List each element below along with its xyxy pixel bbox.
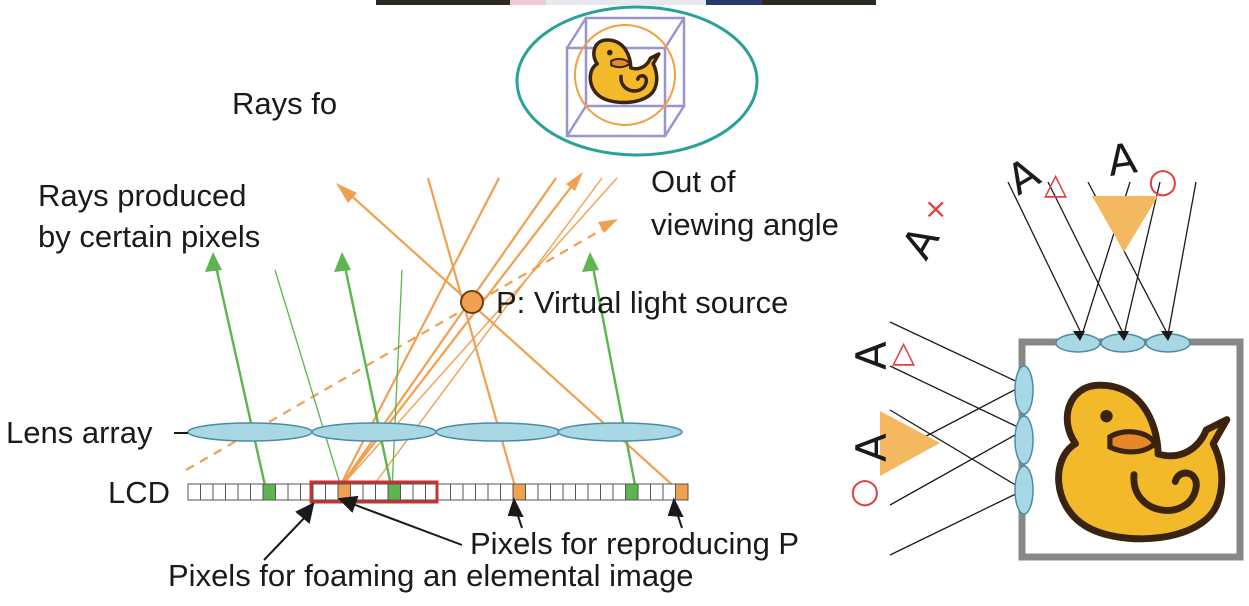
out-of-viewing-angle-label-line2: viewing angle xyxy=(651,207,839,242)
lcd-pixel xyxy=(537,483,551,501)
lcd-pixel xyxy=(587,483,601,501)
left-lens-column xyxy=(1014,365,1034,515)
lcd-pixel xyxy=(625,483,639,501)
virtual-light-source-label: P: Virtual light source xyxy=(496,285,788,320)
lens xyxy=(187,422,313,442)
orange-ray xyxy=(337,177,500,491)
lcd-pixel xyxy=(362,483,376,501)
green-ray-group xyxy=(213,261,638,491)
orange-dashed-arrowhead xyxy=(598,219,618,233)
green-ray xyxy=(342,261,394,491)
lcd-pixel xyxy=(312,483,326,501)
rays-produced-label-line2: by certain pixels xyxy=(38,219,260,254)
top-image-strip xyxy=(376,0,876,5)
lcd-pixel xyxy=(325,483,339,501)
virtual-light-source-point xyxy=(460,290,484,314)
lcd-pixel xyxy=(575,483,589,501)
lens xyxy=(1014,365,1034,415)
orange-ray xyxy=(426,177,518,491)
top-lens-row xyxy=(1055,333,1191,353)
lcd-pixel xyxy=(487,483,501,501)
lcd-pixel xyxy=(375,483,389,501)
pointer-arrows xyxy=(263,495,684,561)
green-arrowhead xyxy=(334,252,351,272)
lcd-pixel xyxy=(437,483,451,501)
orange-ray xyxy=(369,177,603,491)
lcd-pixel xyxy=(475,483,489,501)
top-viewing-cone xyxy=(1092,196,1158,252)
lens-array xyxy=(187,422,683,442)
lens xyxy=(1014,465,1034,515)
elemental-image-frame xyxy=(309,480,439,504)
orange-arrowhead xyxy=(566,172,583,191)
lcd-pixel xyxy=(637,483,651,501)
lens xyxy=(435,422,561,442)
green-ray xyxy=(391,269,403,491)
lcd-pixel xyxy=(675,483,689,501)
lcd-pixel xyxy=(275,483,289,501)
large-duck-icon xyxy=(1055,381,1231,543)
lcd-pixel xyxy=(612,483,626,501)
left-viewing-cone xyxy=(880,411,940,476)
lcd-pixel xyxy=(400,483,414,501)
top-lens-arrowheads xyxy=(1073,331,1173,341)
lcd-pixel xyxy=(212,483,226,501)
green-arrowhead xyxy=(205,252,222,272)
pixels-reproducing-label: Pixels for reproducing P xyxy=(470,526,799,561)
lcd-pixel xyxy=(512,483,526,501)
orange-arrowhead xyxy=(336,183,357,203)
out-of-viewing-angle-label: Out of xyxy=(651,164,736,199)
lcd-label: LCD xyxy=(108,475,170,510)
pixels-foaming-label: Pixels for foaming an elemental image xyxy=(168,558,694,593)
green-ray xyxy=(590,261,638,491)
lens-array-label: Lens array xyxy=(6,415,153,450)
rays-cropped-label: Rays fo xyxy=(232,86,337,121)
lcd-pixel xyxy=(387,483,401,501)
lcd-pixel xyxy=(600,483,614,501)
viewer-diagram: A A A A A △ ○ × △ ○ xyxy=(847,133,1244,561)
circle-mark: ○ xyxy=(850,471,880,511)
lcd-pixel xyxy=(500,483,514,501)
lcd-pixel xyxy=(412,483,426,501)
lcd-pixel xyxy=(287,483,301,501)
cross-mark: × xyxy=(924,192,947,225)
triangle-mark: △ xyxy=(1044,167,1067,202)
lcd-pixel xyxy=(450,483,464,501)
green-ray xyxy=(274,269,343,491)
lcd-pixel xyxy=(525,483,539,501)
lcd-pixel-strip xyxy=(187,483,689,501)
circle-mark: ○ xyxy=(1148,161,1178,201)
green-arrowhead xyxy=(582,252,599,272)
lens xyxy=(557,422,683,442)
lens xyxy=(311,422,437,442)
small-duck-icon xyxy=(588,38,661,105)
lcd-pixel xyxy=(462,483,476,501)
green-ray xyxy=(213,261,268,491)
orange-ray xyxy=(337,177,557,491)
viewer-icon: A xyxy=(1105,133,1141,186)
lcd-pixel xyxy=(225,483,239,501)
orange-ray xyxy=(337,177,618,491)
viewer-icon: A xyxy=(999,148,1049,205)
lcd-pixel xyxy=(662,483,676,501)
lcd-pixel xyxy=(262,483,276,501)
lcd-pixel xyxy=(200,483,214,501)
viewer-icon: A xyxy=(847,341,896,370)
lcd-pixel xyxy=(550,483,564,501)
inset-sphere xyxy=(574,24,676,126)
viewer-icon: A xyxy=(847,433,896,462)
lcd-pixel xyxy=(237,483,251,501)
rays-produced-label: Rays produced xyxy=(38,178,247,213)
triangle-mark: △ xyxy=(892,335,915,370)
orange-ray xyxy=(337,177,579,491)
lcd-pixel xyxy=(650,483,664,501)
lcd-pixel xyxy=(250,483,264,501)
lens xyxy=(1014,415,1034,465)
lcd-pixel xyxy=(187,483,201,501)
lcd-pixel xyxy=(562,483,576,501)
duck-inset xyxy=(515,5,759,157)
